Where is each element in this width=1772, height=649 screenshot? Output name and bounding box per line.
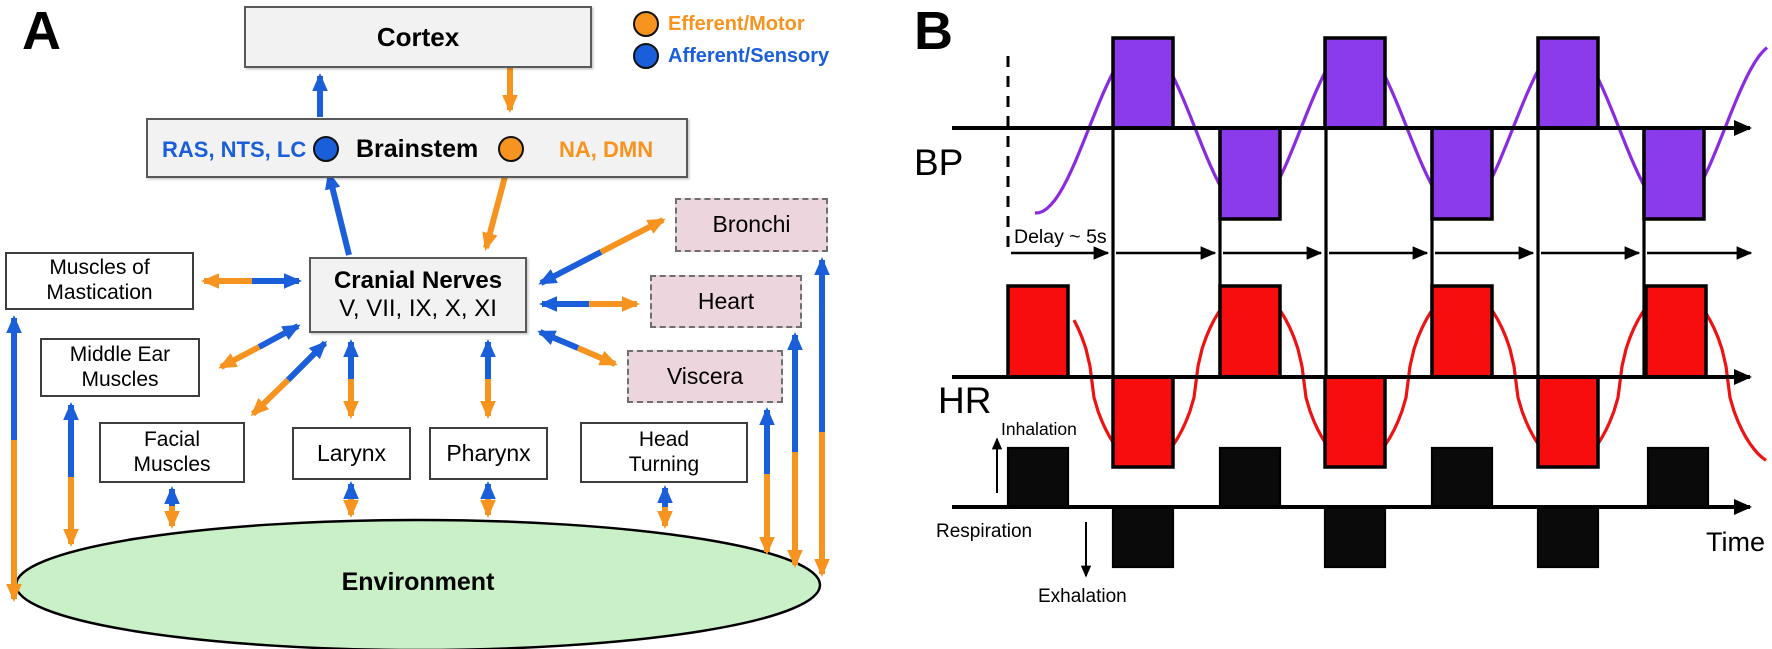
arrow-brainstem-to-cranial xyxy=(482,168,510,251)
pharynx-label: Pharynx xyxy=(446,439,531,466)
delay-label: Delay ~ 5s xyxy=(1014,226,1107,248)
panel-a-arrows xyxy=(6,68,830,602)
bp-axis-label: BP xyxy=(914,142,964,183)
legend-efferent: Efferent/Motor xyxy=(633,11,805,37)
middle-ear-muscles-box: Middle Ear Muscles xyxy=(40,338,200,397)
larynx-box: Larynx xyxy=(292,427,411,480)
pharynx-box: Pharynx xyxy=(429,427,548,480)
exhalation-label: Exhalation xyxy=(1038,586,1127,607)
heart-box: Heart xyxy=(650,275,802,328)
brainstem-box: RAS, NTS, LC Brainstem NA, DMN xyxy=(146,118,688,178)
bronchi-label: Bronchi xyxy=(712,211,791,238)
cranial-line1: Cranial Nerves xyxy=(333,266,503,294)
afferent-dot-icon xyxy=(633,43,659,69)
cranial-nerves-box: Cranial Nerves V, VII, IX, X, XI xyxy=(309,257,527,333)
arrow-cranial-to-brainstem xyxy=(325,171,352,256)
viscera-box: Viscera xyxy=(627,350,783,403)
efferent-node-icon xyxy=(498,136,524,162)
bronchi-box: Bronchi xyxy=(675,198,828,252)
respiration-label: Respiration xyxy=(936,521,1033,542)
head-turning-line1: Head xyxy=(638,427,690,451)
legend-efferent-label: Efferent/Motor xyxy=(668,12,805,35)
mom-line2: Mastication xyxy=(46,281,153,304)
facial-line2: Muscles xyxy=(133,452,211,476)
mom-line1: Muscles of xyxy=(49,256,150,280)
brainstem-left-label: RAS, NTS, LC xyxy=(162,137,307,162)
panel-a-label: A xyxy=(22,1,61,61)
afferent-node-icon xyxy=(313,136,339,162)
head-turning-line2: Turning xyxy=(628,452,700,476)
middle-ear-line1: Middle Ear xyxy=(69,342,171,366)
heart-label: Heart xyxy=(697,287,755,314)
cortex-box: Cortex xyxy=(244,6,592,68)
panel-b-label: B xyxy=(914,1,953,61)
cortex-label: Cortex xyxy=(376,21,460,52)
facial-muscles-box: Facial Muscles xyxy=(99,422,245,483)
facial-line1: Facial xyxy=(143,427,201,451)
panel-b-signals xyxy=(952,36,1769,578)
legend-afferent: Afferent/Sensory xyxy=(633,43,829,69)
efferent-dot-icon xyxy=(633,11,659,37)
middle-ear-line2: Muscles xyxy=(81,367,159,391)
larynx-label: Larynx xyxy=(316,439,387,466)
cranial-line2: V, VII, IX, X, XI xyxy=(339,295,497,322)
head-turning-box: Head Turning xyxy=(580,422,748,483)
muscles-of-mastication-box: Muscles of Mastication xyxy=(5,252,194,310)
environment-label: Environment xyxy=(341,568,495,596)
legend-afferent-label: Afferent/Sensory xyxy=(668,44,830,67)
brainstem-right-label: NA, DMN xyxy=(559,137,654,162)
inhalation-label: Inhalation xyxy=(1001,419,1077,439)
brainstem-title: Brainstem xyxy=(356,135,479,163)
time-axis-label: Time xyxy=(1706,527,1765,557)
hr-axis-label: HR xyxy=(938,380,992,421)
viscera-label: Viscera xyxy=(666,362,744,389)
